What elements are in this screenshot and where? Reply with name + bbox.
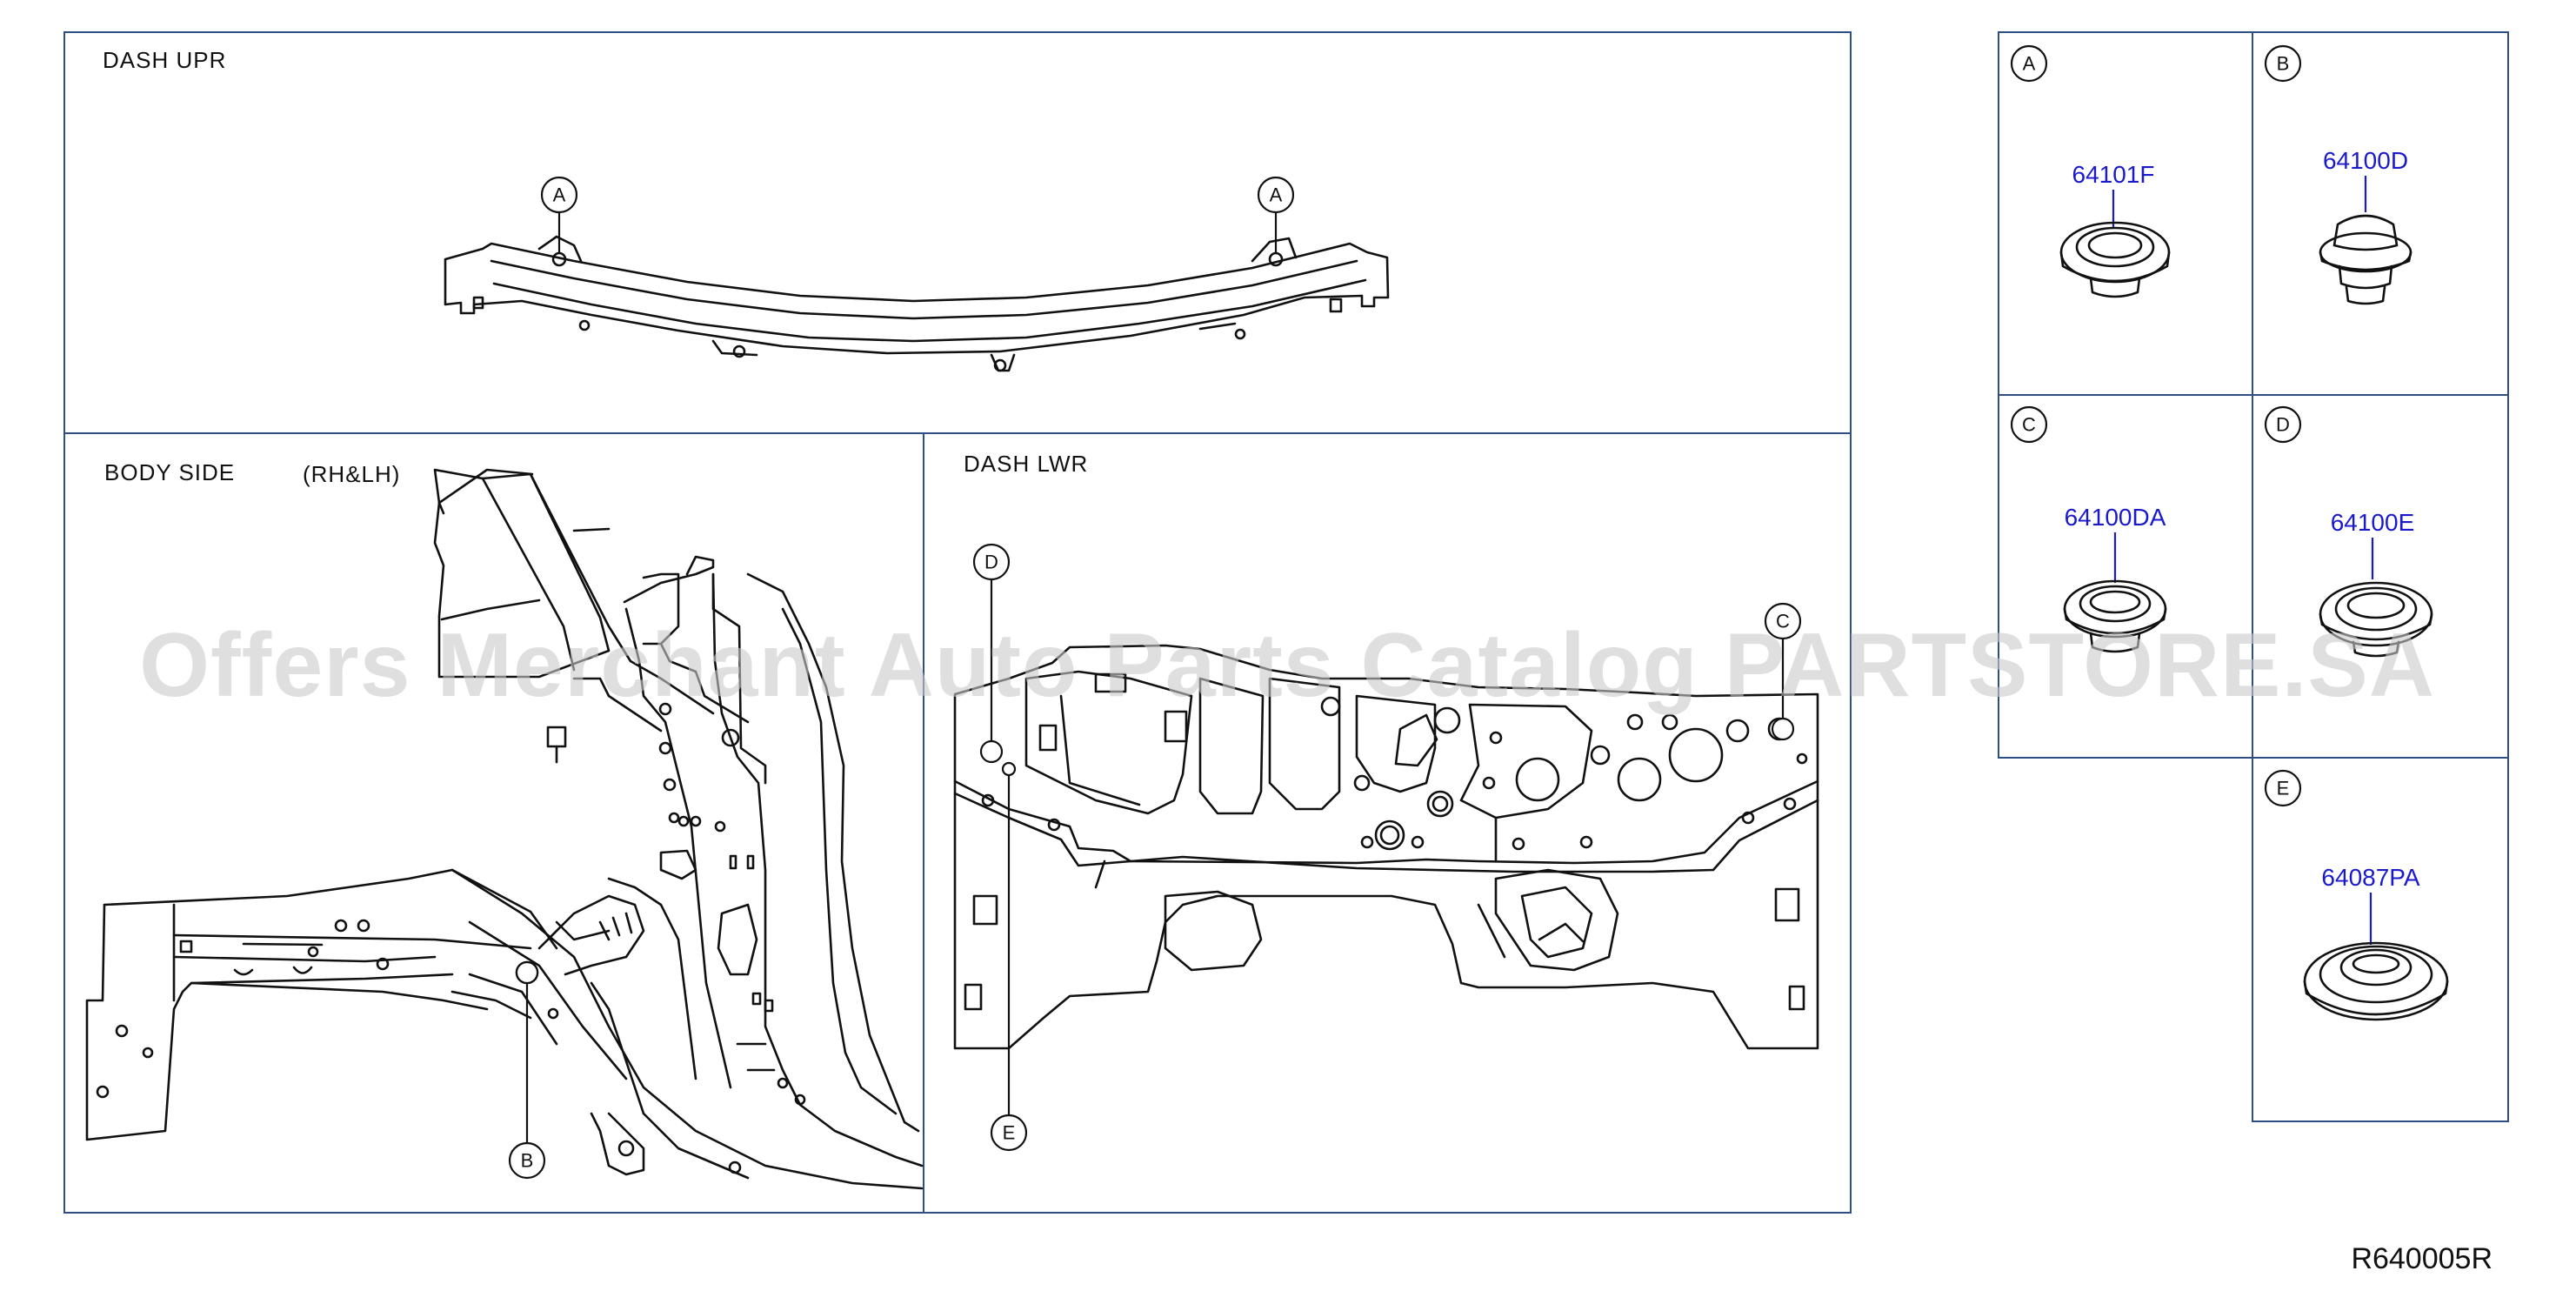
legend-b-letter: B (2277, 53, 2290, 75)
callout-e-label: E (1003, 1122, 1016, 1144)
clip-64087pa-icon (2303, 941, 2449, 1021)
callout-a-left[interactable]: A (540, 176, 578, 254)
callout-c[interactable]: C (1764, 602, 1802, 741)
callout-c-label: C (1776, 611, 1790, 632)
clip-64100da-icon (2063, 579, 2167, 653)
legend-cell-c[interactable]: C 64100DA (2010, 405, 2167, 653)
dash-lwr-title: DASH LWR (964, 451, 1088, 477)
legend-cell-e[interactable]: E 64087PA (2264, 769, 2449, 1021)
dash-upr-title: DASH UPR (103, 47, 226, 73)
legend-d-letter: D (2276, 414, 2290, 436)
body-side-title: BODY SIDE (104, 459, 235, 485)
legend-frames (1998, 31, 2509, 1122)
clip-64101f-icon (2059, 221, 2171, 298)
callout-a-right-label: A (1270, 184, 1283, 206)
body-side-panel-drawing (85, 468, 924, 1190)
legend-c-letter: C (2022, 414, 2036, 436)
watermark-text: Offers Merchant Auto Parts Catalog PARTS… (139, 615, 2435, 716)
main-frame (63, 31, 1852, 1214)
legend-a-letter: A (2023, 53, 2036, 75)
legend-d-part-number: 64100E (2331, 509, 2415, 536)
callout-b[interactable]: B (508, 960, 546, 1180)
legend-b-part-number: 64100D (2323, 147, 2408, 174)
clip-64100d-icon (2319, 214, 2412, 305)
callout-d[interactable]: D (972, 543, 1011, 764)
legend-c-part-number: 64100DA (2065, 504, 2166, 531)
diagram-reference-code: R640005R (2351, 1242, 2493, 1275)
legend-e-part-number: 64087PA (2321, 864, 2419, 891)
legend-cell-b[interactable]: B 64100D (2264, 44, 2412, 305)
legend-a-part-number: 64101F (2072, 161, 2155, 188)
legend-cell-d[interactable]: D 64100E (2264, 405, 2433, 658)
callout-a-right[interactable]: A (1257, 176, 1295, 254)
legend-e-letter: E (2277, 778, 2290, 799)
legend-cell-a[interactable]: A 64101F (2010, 44, 2171, 298)
callout-a-left-label: A (553, 184, 566, 206)
body-side-suffix: (RH&LH) (303, 461, 400, 487)
clip-64100e-icon (2319, 581, 2433, 658)
dash-upper-panel-drawing (444, 235, 1390, 372)
callout-e[interactable]: E (990, 761, 1028, 1152)
dash-lower-panel-drawing (953, 644, 1819, 1050)
callout-b-label: B (521, 1150, 534, 1172)
callout-d-label: D (984, 552, 998, 573)
